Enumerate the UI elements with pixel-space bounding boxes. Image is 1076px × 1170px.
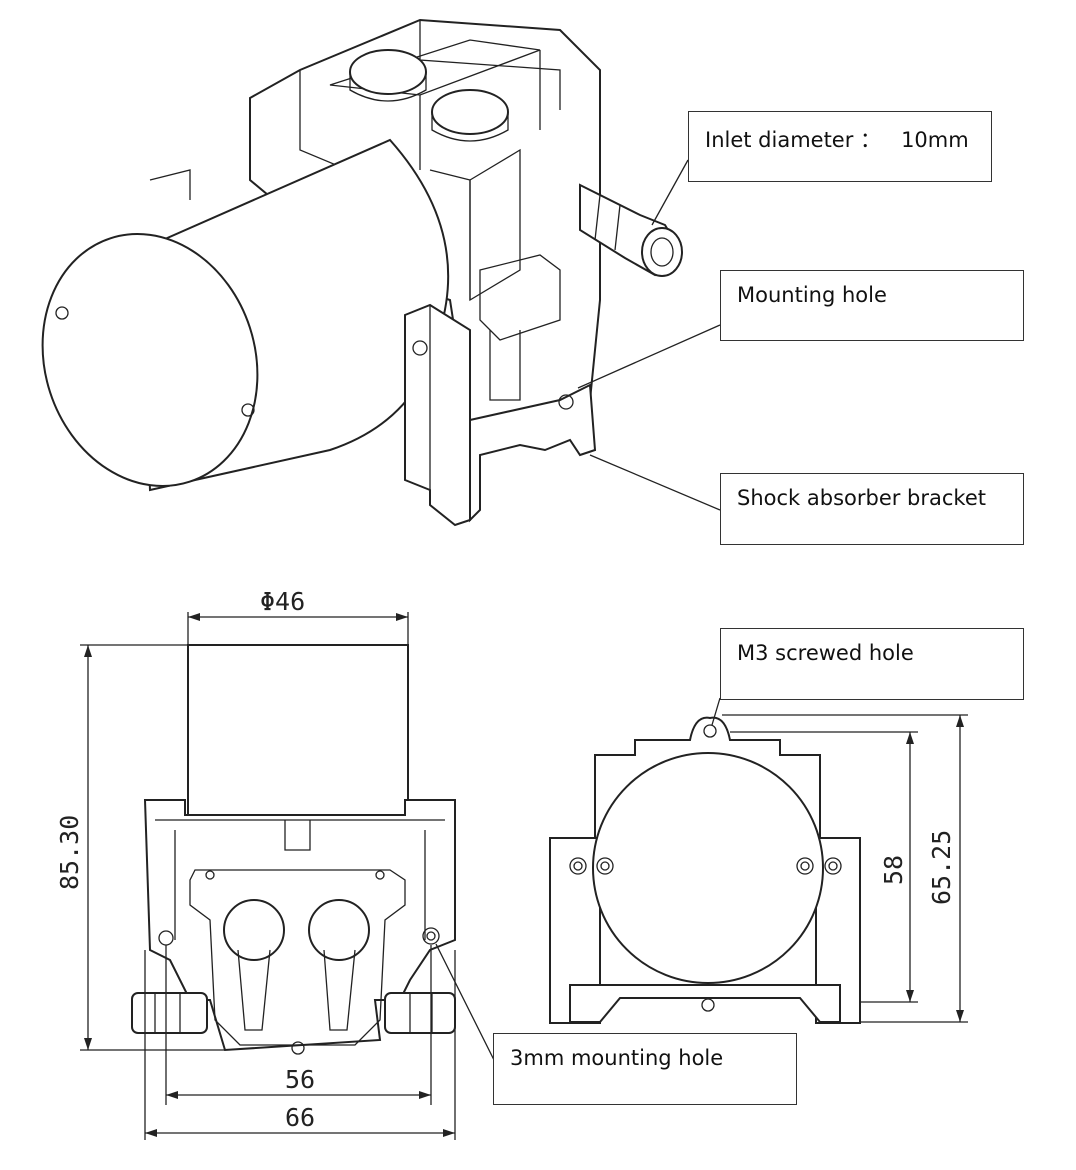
dim-total-height: 85.30 — [55, 815, 84, 890]
dim-bracket-height: 58 — [879, 855, 908, 885]
mounting-hole-icon — [291, 1041, 305, 1055]
shock-absorber-base — [469, 383, 597, 523]
dim-hole-spacing: 56 — [285, 1065, 315, 1094]
screw-icon — [796, 857, 814, 875]
leader-m3 — [711, 697, 721, 726]
m3-screwed-hole-icon — [703, 724, 717, 738]
callout-inlet-diameter: Inlet diameter ： 10mm — [688, 111, 992, 182]
side-dimensions: 58 65.25 — [722, 714, 968, 1023]
screw-icon — [596, 857, 614, 875]
pump-isometric-view — [41, 18, 683, 527]
screw-icon — [824, 857, 842, 875]
motor-end-cap — [41, 233, 259, 487]
screw-icon — [412, 340, 428, 356]
callout-shock-absorber-bracket: Shock absorber bracket — [720, 473, 1024, 545]
pump-front-view — [131, 644, 456, 1055]
front-bracket — [404, 303, 471, 527]
mounting-hole-icon — [422, 927, 440, 945]
nozzle-left — [131, 992, 208, 1034]
motor-body-front — [187, 644, 409, 816]
pump-cap-right — [431, 89, 509, 135]
side-base — [569, 984, 841, 1023]
callout-mounting-hole: Mounting hole — [720, 270, 1024, 341]
nozzle-right — [384, 992, 456, 1034]
pump-cap-left — [349, 49, 427, 95]
pump-side-view — [549, 716, 861, 1024]
dim-total-width: 66 — [285, 1103, 315, 1132]
mounting-hole-icon — [701, 998, 715, 1012]
callout-m3-screwed-hole: M3 screwed hole — [720, 628, 1024, 700]
motor-face-circle — [592, 752, 824, 984]
pump-chamber-right — [308, 899, 370, 961]
leader-3mm — [435, 943, 496, 1063]
mounting-hole-icon — [558, 394, 574, 410]
pump-chamber-left — [223, 899, 285, 961]
screw-icon — [569, 857, 587, 875]
leaders-top — [577, 159, 721, 511]
callout-3mm-mounting-hole: 3mm mounting hole — [493, 1033, 797, 1105]
screw-icon — [241, 403, 255, 417]
dim-motor-diameter: Φ46 — [260, 587, 305, 616]
screw-icon — [55, 306, 69, 320]
dim-side-height: 65.25 — [927, 830, 956, 905]
front-dimensions: Φ46 85.30 56 66 — [55, 587, 456, 1140]
